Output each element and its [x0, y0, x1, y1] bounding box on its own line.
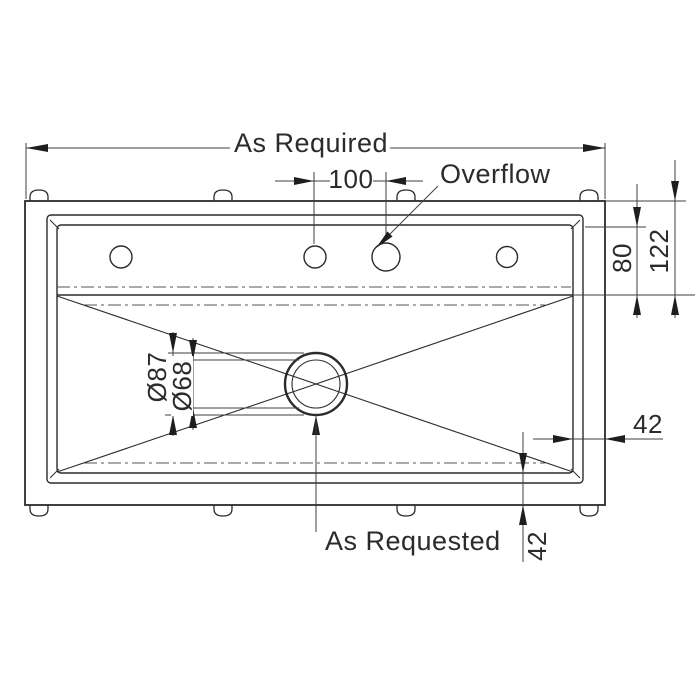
drain-outer-dia-group: Ø87: [142, 347, 172, 407]
text-mask: [171, 356, 193, 416]
dimension-bottom-clearance: [519, 432, 527, 562]
rim-inner-edge: [56, 224, 574, 474]
dimension-right-clearance: [533, 435, 663, 443]
as-requested-label: As Requested: [325, 526, 501, 556]
drain-inner-circle: [291, 359, 341, 409]
rim-depth-value: 122: [644, 229, 674, 274]
mounting-clip: [579, 189, 599, 201]
overflow-label: Overflow: [440, 159, 551, 189]
sink-outer-frame: [24, 200, 606, 506]
deck-depth-value: 80: [607, 243, 637, 273]
right-clearance-value: 42: [633, 409, 663, 439]
bowl-slope-lines: [56, 295, 574, 473]
mounting-clip: [396, 505, 416, 517]
mounting-clip: [29, 189, 49, 201]
dimension-deck-depth: [585, 184, 646, 318]
text-mask: [146, 347, 168, 407]
faucet-hole-center: [303, 245, 327, 269]
hole-spacing-value: 100: [329, 164, 374, 194]
mounting-clip: [29, 505, 49, 517]
dimension-hole-spacing: [275, 172, 423, 244]
mounting-clips-bottom: [29, 505, 599, 517]
as-required-label: As Required: [234, 128, 388, 158]
rim-corner-chamfers: [49, 219, 581, 479]
leader-overflow: [376, 185, 439, 248]
mounting-clip: [213, 505, 233, 517]
faucet-hole-right: [495, 245, 519, 269]
mounting-clip: [213, 189, 233, 201]
dimension-rim-depth: [605, 160, 686, 318]
bottom-clearance-value: 42: [522, 531, 552, 561]
drain-inner-dia-value: Ø68: [167, 361, 197, 412]
drain-inner-dia-group: Ø68: [167, 356, 197, 416]
dimension-as-required: [25, 143, 606, 199]
leader-as-requested: [312, 415, 320, 532]
mounting-clips-top: [29, 189, 599, 201]
rim-outer-edge: [46, 214, 584, 484]
mounting-clip: [579, 505, 599, 517]
drain-outer-dia-value: Ø87: [142, 352, 172, 403]
overflow-hole: [371, 242, 401, 272]
faucet-hole-left: [109, 245, 133, 269]
mounting-clip: [396, 189, 416, 201]
